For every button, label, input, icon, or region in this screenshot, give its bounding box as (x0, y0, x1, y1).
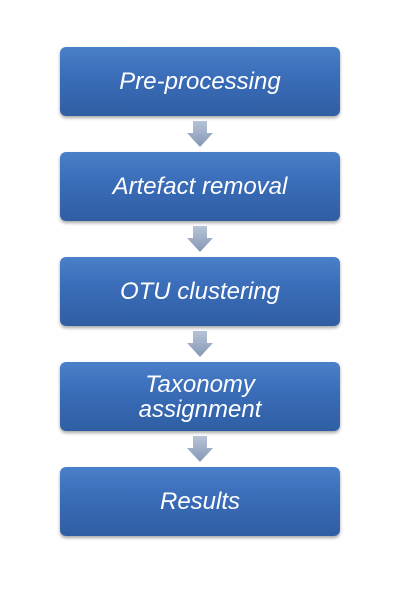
step-label: Pre-processing (119, 68, 281, 95)
step-results: Results (60, 467, 340, 536)
step-taxonomy-assignment: Taxonomy assignment (60, 362, 340, 431)
step-artefact-removal: Artefact removal (60, 152, 340, 221)
step-label: Artefact removal (112, 173, 288, 200)
down-arrow-icon (187, 331, 213, 357)
step-preprocessing: Pre-processing (60, 47, 340, 116)
step-label: Taxonomy assignment (138, 370, 262, 423)
down-arrow-icon (187, 436, 213, 462)
step-label: Results (159, 488, 241, 515)
down-arrow-icon (187, 121, 213, 147)
step-label: OTU clustering (119, 278, 281, 305)
down-arrow-icon (187, 226, 213, 252)
step-otu-clustering: OTU clustering (60, 257, 340, 326)
